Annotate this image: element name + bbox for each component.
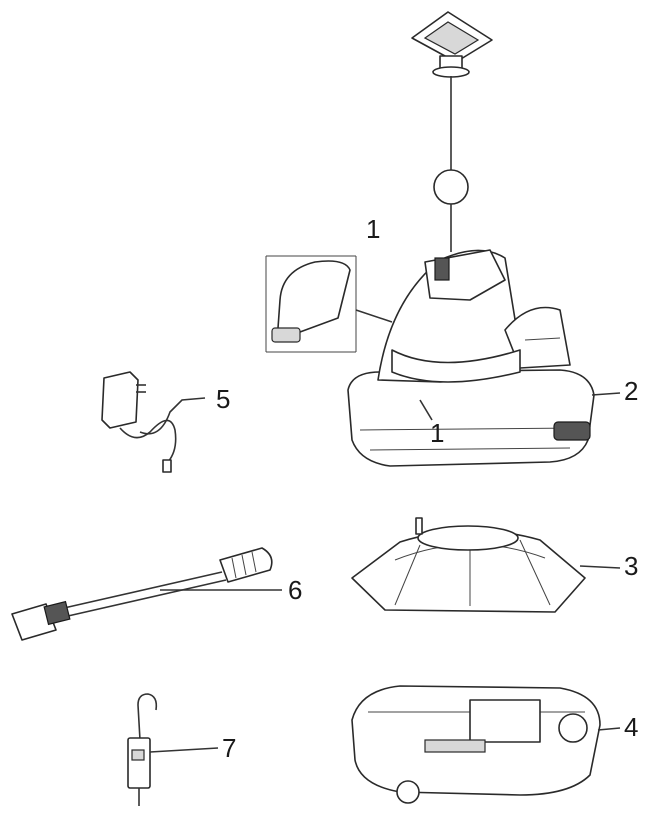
callout-7: 7 [222,733,237,763]
leader-body-1 [419,399,433,421]
power-adapter-part [101,371,206,473]
robot-body-part [347,249,621,467]
callout-2: 2 [624,376,639,406]
callout-1-cover: 1 [366,214,381,244]
callout-5: 5 [216,384,231,414]
callout-1-body: 1 [430,418,445,448]
swivel-cable-part [11,547,282,641]
callout-3: 3 [624,551,639,581]
filter-cover-part [265,255,393,353]
callout-6: 6 [288,575,303,605]
float-assembly [411,11,493,252]
callout-4: 4 [624,712,639,742]
bottom-chassis-part [351,685,621,804]
filter-basket-part [351,517,621,613]
hook-probe-part [127,693,219,806]
